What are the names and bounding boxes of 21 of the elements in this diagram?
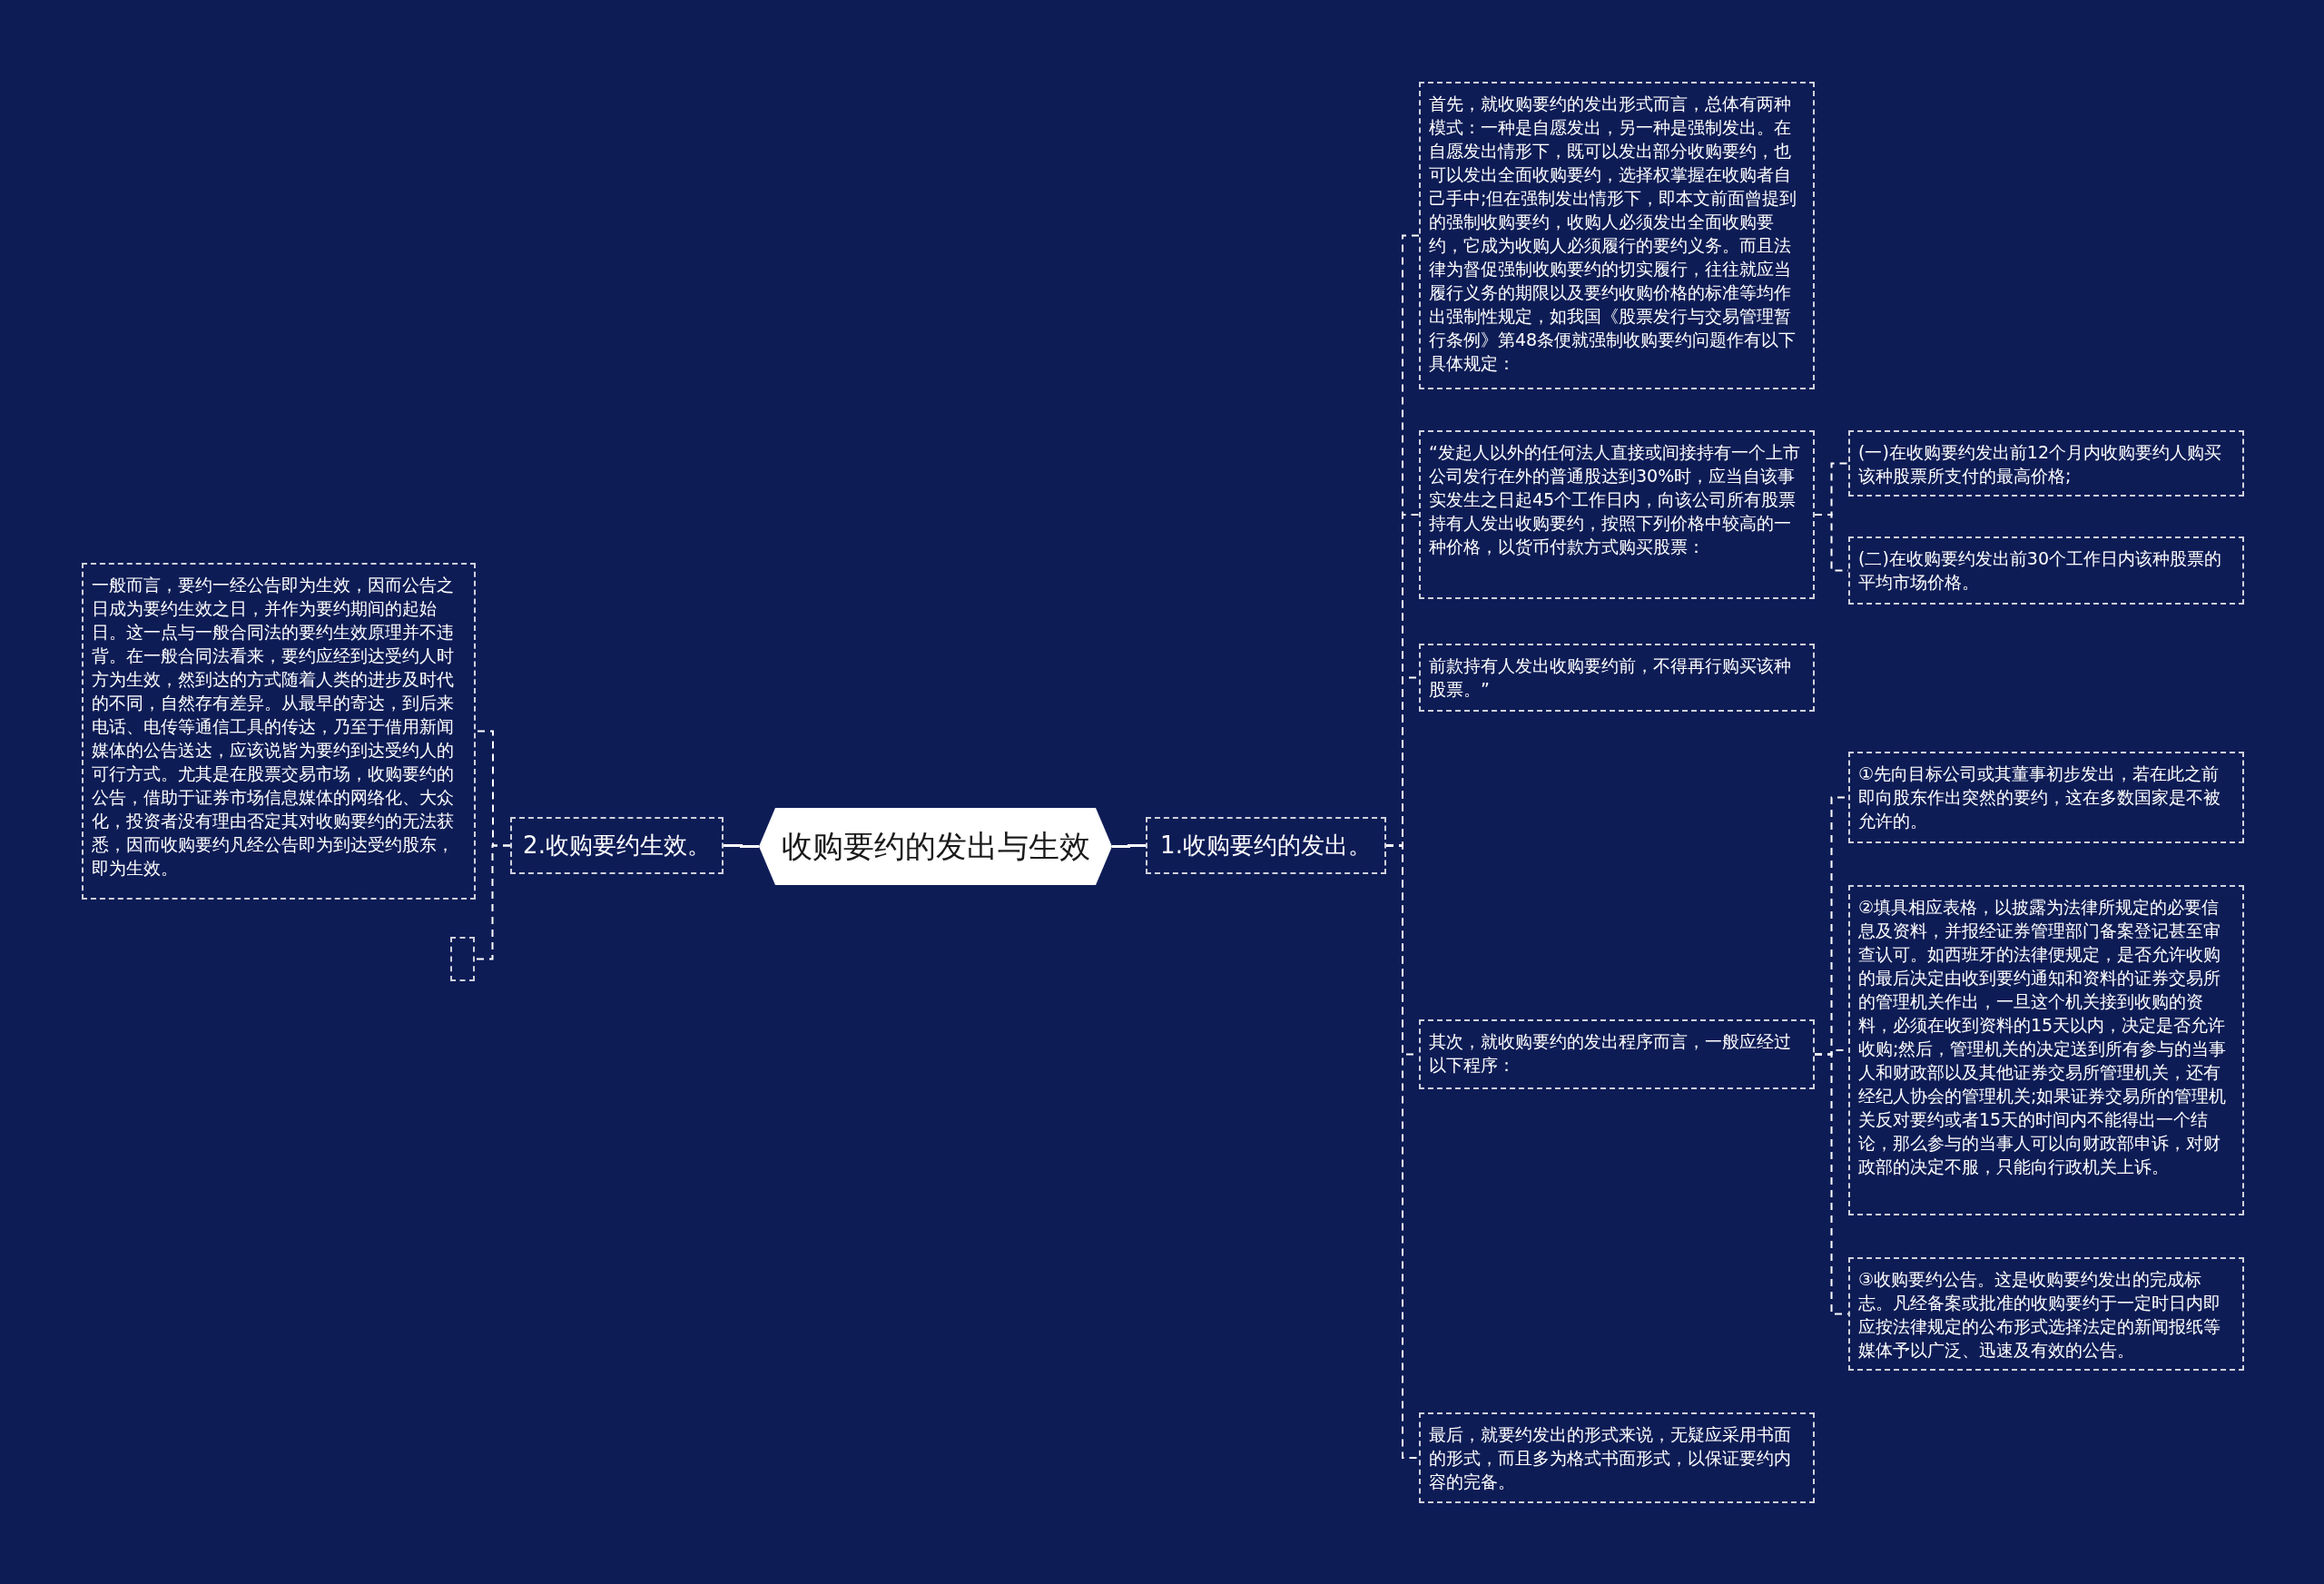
text-box: “发起人以外的任何法人直接或间接持有一个上市公司发行在外的普通股达到30%时，应当自该事实发生之日起45个工作日内，向该公司所有股票持有人发出收购要约，按照下列价格中较高的一种价格，以货币付款方式购买股票： [1419, 430, 1815, 599]
text-box: ①先向目标公司或其董事初步发出，若在此之前即向股东作出突然的要约，这在多数国家是不被允许的。 [1848, 752, 2244, 843]
text-box: (一)在收购要约发出前12个月内收购要约人购买该种股票所支付的最高价格; [1848, 430, 2244, 497]
text-box: 其次，就收购要约的发出程序而言，一般应经过以下程序： [1419, 1019, 1815, 1089]
text-box: 一般而言，要约一经公告即为生效，因而公告之日成为要约生效之日，并作为要约期间的起始日。这一点与一般合同法的要约生效原理并不违背。在一般合同法看来，要约应经到达受约人时方为生效，然到达的方式随着人类的进步及时代的不同，自然存有差异。从最早的寄达，到后来电话、电传等通信工具的传达，乃至于借用新闻媒体的公告送达，应该说皆为要约到达受约人的可行方式。尤其是在股票交易市场，收购要约的公告，借助于证券市场信息媒体的网络化、大众化，投资者没有理由否定其对收购要约的无法获悉，因而收购要约凡经公告即为到达受约股东，即为生效。 [82, 563, 476, 900]
topic-hexagon [759, 808, 1112, 885]
branch-label: 1.收购要约的发出。 [1146, 817, 1386, 874]
connector-line [474, 844, 511, 960]
text-box: 首先，就收购要约的发出形式而言，总体有两种模式：一种是自愿发出，另一种是强制发出。在自愿发出情形下，既可以发出部分收购要约，也可以发出全面收购要约，选择权掌握在收购者自己手中;但在强制发出情形下，即本文前面曾提到的强制收购要约，收购人必须发出全面收购要约，它成为收购人必须履行的要约义务。而且法律为督促强制收购要约的切实履行，往往就应当履行义务的期限以及要约收购价格的标准等均作出强制性规定，如我国《股票发行与交易管理暂行条例》第48条便就强制收购要约问题作有以下具体规定： [1419, 82, 1815, 389]
connector-line [1385, 844, 1420, 1459]
text-box: ②填具相应表格，以披露为法律所规定的必要信息及资料，并报经证券管理部门备案登记甚至审查认可。如西班牙的法律便规定，是否允许收购的最后决定由收到要约通知和资料的证券交易所的管理机关作出，一旦这个机关接到收购的资料，必须在收到资料的15天以内，决定是否允许收购;然后，管理机关的决定送到所有参与的当事人和财政部以及其他证券交易所管理机关，还有经纪人协会的管理机关;如果证券交易所的管理机关反对要约或者15天的时间内不能得出一个结论，那么参与的当事人可以向财政部申诉，对财政部的决定不服，只能向行政机关上诉。 [1848, 885, 2244, 1215]
text-box: 最后，就要约发出的形式来说，无疑应采用书面的形式，而且多为格式书面形式，以保证要约内容的完备。 [1419, 1412, 1815, 1503]
branch-label: 2.收购要约生效。 [510, 817, 724, 874]
text-box: 前款持有人发出收购要约前，不得再行购买该种股票。” [1419, 644, 1815, 712]
connector-line [1112, 844, 1146, 848]
topic-title: 收购要约的发出与生效 [780, 827, 1091, 866]
text-box: ③收购要约公告。这是收购要约发出的完成标志。凡经备案或批准的收购要约于一定时日内即应按法律规定的公布形式选择法定的新闻报纸等媒体予以广泛、迅速及有效的公告。 [1848, 1257, 2244, 1371]
text-box: (二)在收购要约发出前30个工作日内该种股票的平均市场价格。 [1848, 536, 2244, 605]
connector-line [724, 844, 759, 848]
empty-box [450, 937, 475, 981]
connector-line [1814, 1053, 1849, 1315]
